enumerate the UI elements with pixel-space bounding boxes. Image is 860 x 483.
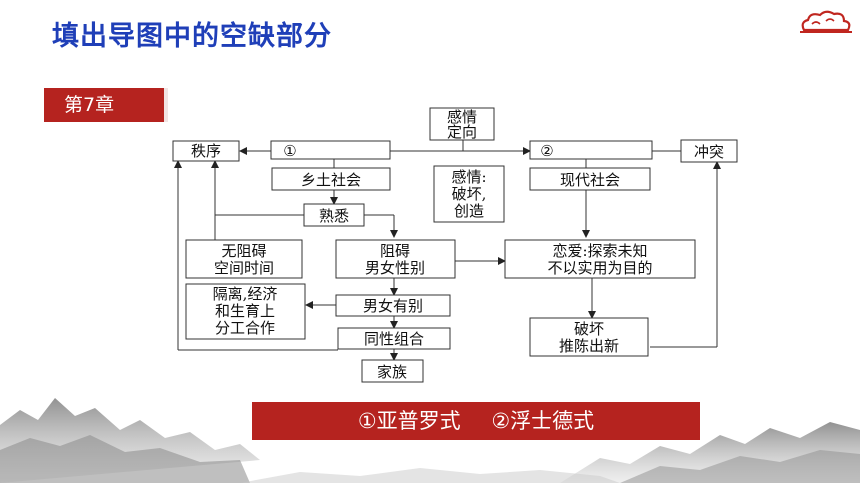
- label-rural-society: 乡土社会: [301, 171, 361, 189]
- answer-banner: ①亚普罗式 ②浮士德式: [252, 402, 700, 440]
- answer-1: ①亚普罗式: [357, 409, 461, 433]
- label-destroy-2: 推陈出新: [559, 337, 619, 355]
- label-blank2: ②: [540, 142, 553, 160]
- node-distinction: [335, 294, 451, 317]
- label-isolation-2: 和生育上: [215, 302, 275, 320]
- chapter-banner-tail: [160, 88, 168, 122]
- label-emotion-direction-2: 定向: [447, 123, 477, 141]
- label-order: 秩序: [191, 142, 221, 160]
- label-emotion-break-3: 创造: [454, 202, 484, 220]
- node-familiar: [303, 203, 365, 227]
- node-order: [172, 140, 240, 162]
- node-blank2: [529, 140, 653, 160]
- label-destroy-1: 破坏: [574, 320, 604, 338]
- label-isolation-1: 隔离,经济: [213, 285, 278, 303]
- node-barrier: [335, 239, 456, 279]
- label-emotion-break-1: 感情:: [451, 168, 486, 186]
- answer-2: ②浮士德式: [491, 409, 595, 433]
- node-love: [504, 239, 696, 279]
- label-familiar: 熟悉: [319, 207, 349, 225]
- cloud-ornament-icon: [800, 10, 852, 33]
- chapter-banner: 第7章: [44, 88, 164, 122]
- node-same-sex: [337, 327, 451, 350]
- node-isolation: [185, 283, 306, 340]
- label-isolation-3: 分工合作: [215, 319, 275, 337]
- label-no-barrier-1: 无阻碍: [221, 242, 266, 260]
- node-modern-society: [529, 167, 651, 191]
- page-title: 填出导图中的空缺部分: [52, 21, 332, 52]
- label-no-barrier-2: 空间时间: [214, 259, 274, 277]
- concept-map: 秩序 ① 感情 定向 ② 冲突 乡土社会 感情: 破坏, 创造 现代社会 熟悉 …: [172, 107, 738, 383]
- label-conflict: 冲突: [694, 143, 724, 161]
- label-love-1: 恋爱:探索未知: [552, 242, 647, 260]
- node-destroy: [529, 317, 649, 357]
- node-no-barrier: [185, 239, 303, 279]
- label-love-2: 不以实用为目的: [547, 259, 652, 277]
- ink-mountain-landscape: [0, 398, 860, 483]
- label-modern-society: 现代社会: [560, 171, 620, 189]
- node-emotion-direction: [429, 107, 495, 141]
- node-clan: [361, 359, 424, 383]
- node-rural-society: [271, 167, 391, 191]
- label-distinction: 男女有别: [363, 297, 423, 315]
- label-emotion-direction-1: 感情: [447, 108, 477, 126]
- label-barrier-1: 阻碍: [380, 242, 410, 260]
- label-clan: 家族: [377, 363, 407, 381]
- node-blank1: [270, 140, 391, 160]
- label-blank1: ①: [283, 142, 296, 160]
- node-emotion-break: [433, 165, 505, 223]
- label-barrier-2: 男女性别: [365, 259, 425, 277]
- node-conflict: [680, 139, 738, 163]
- label-emotion-break-2: 破坏,: [452, 185, 487, 203]
- label-same-sex: 同性组合: [364, 330, 424, 348]
